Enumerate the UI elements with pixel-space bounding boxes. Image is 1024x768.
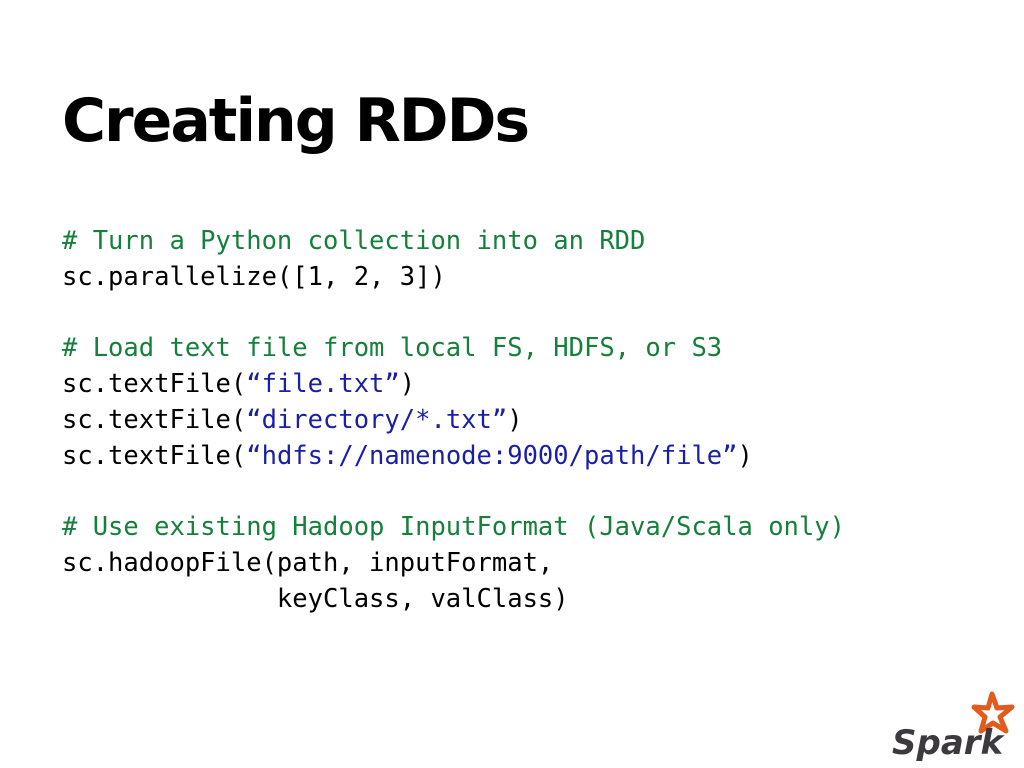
code-line: sc.textFile(“file.txt”) (62, 367, 845, 403)
spark-logo: Spark (892, 691, 1015, 762)
code-paren: ) (737, 440, 753, 471)
code-line: sc.hadoopFile(path, inputFormat, (62, 548, 554, 579)
spark-star-icon (971, 691, 1015, 734)
code-line: sc.textFile(“directory/*.txt”) (62, 403, 845, 439)
blank-line (62, 475, 845, 511)
code-line: keyClass, valClass) (62, 583, 569, 614)
code-comment: # Turn a Python collection into an RDD (62, 226, 646, 256)
code-paren: ) (399, 369, 416, 400)
code-line: sc.parallelize([1, 2, 3]) (62, 261, 446, 292)
code-paren: ) (507, 404, 523, 435)
spark-logo-text: Spark (892, 723, 1006, 762)
code-call: sc.textFile( (62, 440, 247, 471)
spark-star-shape (971, 691, 1015, 734)
code-block: # Turn a Python collection into an RDD sc… (62, 224, 845, 618)
code-string: “hdfs://namenode:9000/path/file” (246, 440, 738, 471)
code-string: “directory/*.txt” (246, 404, 508, 435)
slide-title: Creating RDDs (62, 86, 530, 156)
code-call: sc.textFile( (62, 404, 247, 435)
code-line: sc.textFile(“hdfs://namenode:9000/path/f… (62, 439, 845, 475)
code-string: “file.txt” (246, 369, 400, 400)
code-call: sc.textFile( (62, 369, 247, 400)
code-comment: # Load text file from local FS, HDFS, or… (62, 333, 723, 364)
code-comment: # Use existing Hadoop InputFormat (Java/… (62, 512, 845, 543)
blank-line (62, 296, 845, 332)
